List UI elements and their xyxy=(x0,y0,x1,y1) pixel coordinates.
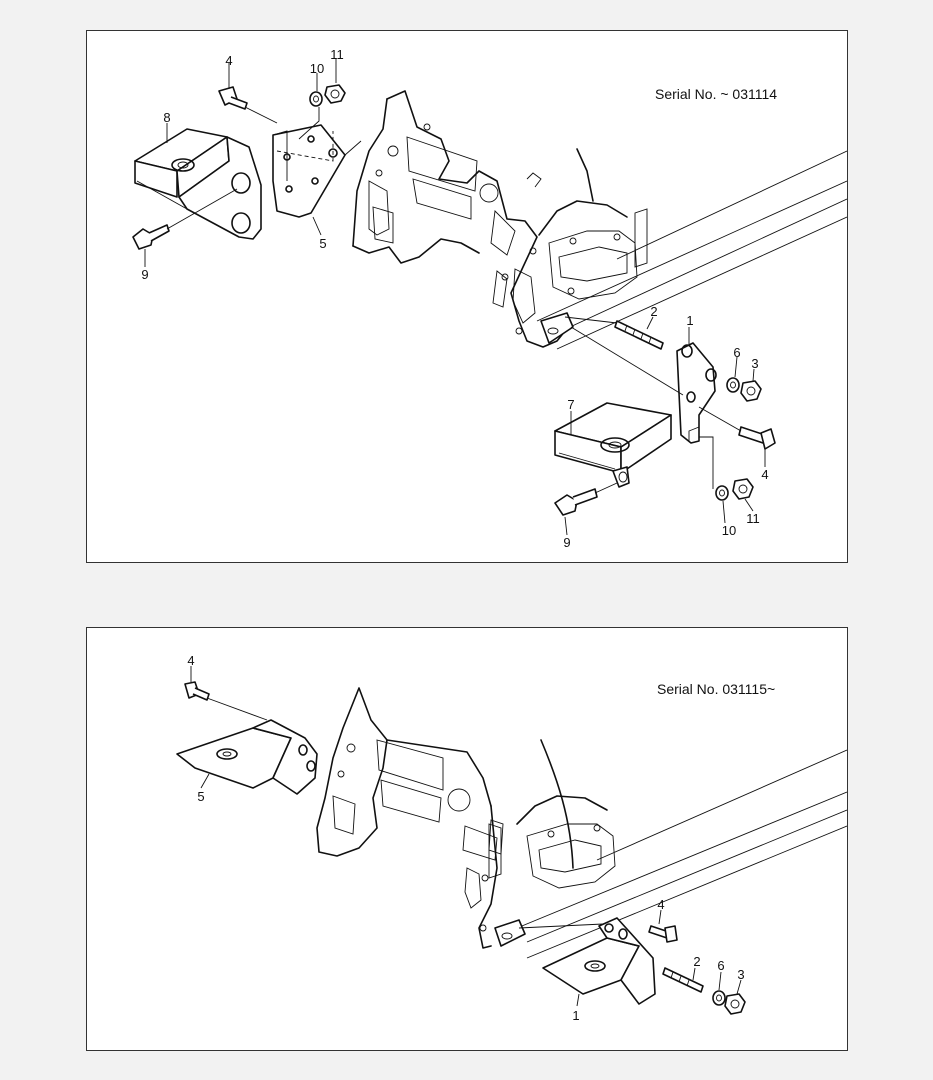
part-4-bolt-right xyxy=(738,426,776,450)
part-2-stud xyxy=(662,967,704,993)
callout-10: 10 xyxy=(722,523,736,538)
part-1-mount-bracket xyxy=(542,917,656,1005)
callout-9: 9 xyxy=(563,535,570,550)
part-10-washer-top xyxy=(309,91,323,107)
callout-4: 4 xyxy=(761,467,768,482)
part-3-nut xyxy=(740,380,762,402)
callout-4: 4 xyxy=(225,53,232,68)
callout-5: 5 xyxy=(319,236,326,251)
part-3-nut xyxy=(724,993,746,1015)
part-9-bolt-left xyxy=(132,224,170,250)
callout-11: 11 xyxy=(330,47,344,62)
callout-11: 11 xyxy=(746,511,760,526)
callout-2: 2 xyxy=(693,954,700,969)
callout-3: 3 xyxy=(737,967,744,982)
part-2-stud xyxy=(614,320,664,350)
callout-7: 7 xyxy=(567,397,574,412)
callout-9: 9 xyxy=(141,267,148,282)
part-4-bolt-right xyxy=(648,925,678,943)
engine-block-drawing xyxy=(352,90,847,350)
part-4-bolt-top-left xyxy=(218,86,248,110)
part-10-washer-bottom xyxy=(715,485,729,501)
part-5-mount-bracket xyxy=(176,719,318,795)
serial-number-label: Serial No. ~ 031114 xyxy=(655,86,778,102)
diagram-panel-serial-031115: Serial No. 031115~ xyxy=(86,627,848,1051)
callout-4: 4 xyxy=(657,897,664,912)
part-7-rubber-mount xyxy=(554,402,672,488)
engine-mount-exploded-view: 4 10 11 8 9 5 2 1 6 3 7 4 11 10 9 xyxy=(132,47,847,550)
part-11-nut-top xyxy=(324,84,346,104)
engine-block-drawing xyxy=(316,687,847,959)
diagram-panel-serial-031114: Serial No. ~ 031114 xyxy=(86,30,848,563)
part-6-washer xyxy=(726,377,740,393)
serial-number-label: Serial No. 031115~ xyxy=(657,681,776,697)
part-4-bolt-top-left xyxy=(184,681,210,701)
part-8-rubber-mount xyxy=(134,128,262,240)
part-1-bracket xyxy=(676,342,717,444)
callout-2: 2 xyxy=(650,304,657,319)
callout-3: 3 xyxy=(751,356,758,371)
callout-5: 5 xyxy=(197,789,204,804)
callout-8: 8 xyxy=(163,110,170,125)
engine-mount-exploded-view: 4 5 4 2 6 3 1 xyxy=(176,653,847,1023)
part-9-bolt-right xyxy=(554,488,598,516)
callout-10: 10 xyxy=(310,61,324,76)
part-6-washer xyxy=(712,990,726,1006)
callout-4: 4 xyxy=(187,653,194,668)
callout-6: 6 xyxy=(717,958,724,973)
callout-6: 6 xyxy=(733,345,740,360)
part-11-nut-bottom xyxy=(732,478,754,500)
callout-1: 1 xyxy=(686,313,693,328)
callout-1: 1 xyxy=(572,1008,579,1023)
part-5-bracket xyxy=(272,124,346,218)
